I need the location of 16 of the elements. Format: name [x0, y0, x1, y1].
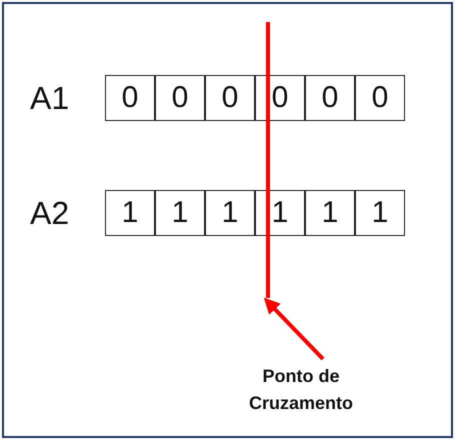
gene-cell: 0 [105, 75, 155, 121]
gene-cell: 1 [155, 190, 205, 236]
gene-cell: 0 [355, 75, 405, 121]
gene-cell: 1 [255, 190, 305, 236]
gene-cell: 1 [355, 190, 405, 236]
gene-cell: 1 [205, 190, 255, 236]
row-label: A2 [30, 197, 70, 229]
gene-cell: 0 [305, 75, 355, 121]
gene-cell: 1 [305, 190, 355, 236]
row-label: A1 [30, 82, 70, 114]
gene-cell: 0 [155, 75, 205, 121]
gene-cell: 1 [105, 190, 155, 236]
gene-cell: 0 [255, 75, 305, 121]
arrow [264, 298, 324, 360]
caption-text: Ponto de Cruzamento [226, 363, 376, 417]
gene-cell: 0 [205, 75, 255, 121]
